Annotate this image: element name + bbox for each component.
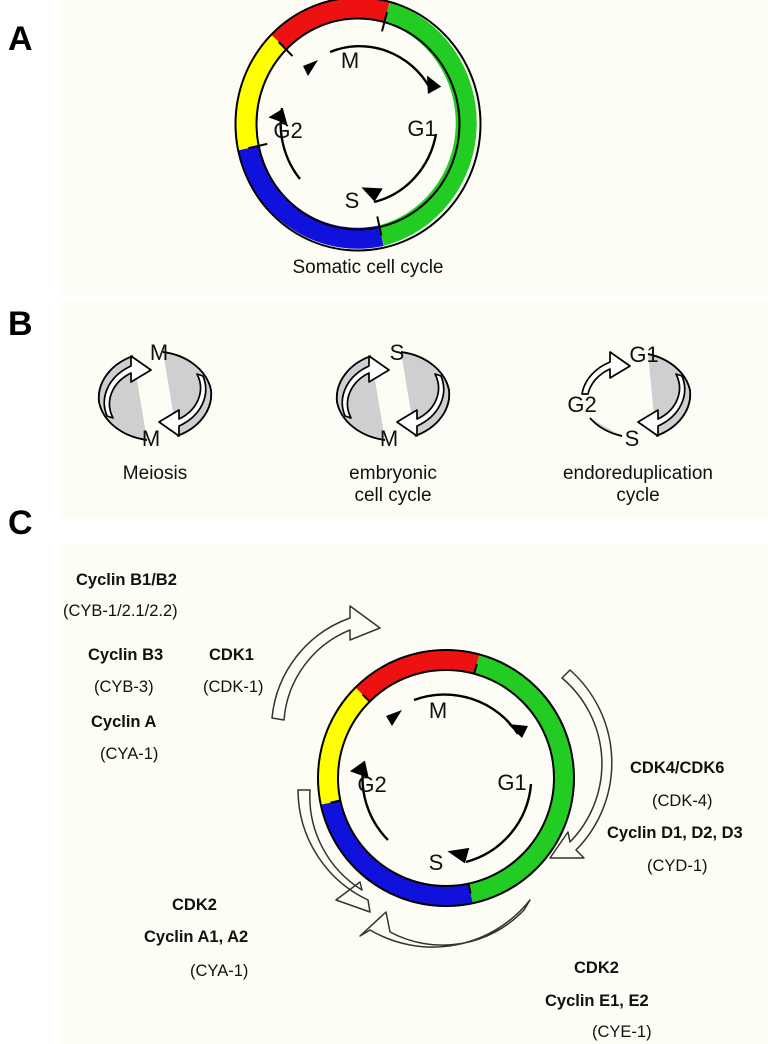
panel-b-caption-endoreduplication: endoreduplication cycle	[562, 463, 713, 507]
segment-g2	[318, 687, 370, 805]
label-cyb-1-2: (CYB-1/2.1/2.2)	[63, 602, 178, 620]
segment-g1	[468, 654, 575, 904]
label-cyclin-b3: Cyclin B3	[88, 646, 164, 664]
label-cya-1-top: (CYA-1)	[100, 745, 159, 763]
segment-m	[355, 650, 480, 702]
panel-b-caption-embryonic: embryonic cell cycle	[349, 463, 437, 507]
phase-label-g2: G2	[357, 772, 386, 797]
panel-a-background	[60, 0, 768, 296]
label-cdk2-right: CDK2	[574, 959, 619, 977]
cycle-label-m-top: M	[150, 340, 168, 365]
panel-b-embryonic-diagram: S M	[318, 338, 468, 458]
segment-g1	[378, 2, 477, 246]
cycle-label-s-top: S	[390, 340, 405, 365]
panel-a-cell-cycle-diagram: M G1 S G2	[228, 0, 488, 252]
label-cyd-1: (CYD-1)	[647, 857, 708, 875]
phase-label-s: S	[345, 188, 360, 213]
phase-label-g1: G1	[407, 116, 436, 141]
panel-a-letter: A	[8, 20, 33, 58]
cycle-label-g2: G2	[567, 392, 596, 417]
label-cdk2-left: CDK2	[172, 896, 217, 914]
label-cdk1: CDK1	[209, 646, 254, 664]
panel-c-letter: C	[8, 504, 33, 542]
panel-b-letter: B	[8, 305, 33, 343]
segment-m	[271, 0, 390, 50]
label-cyclin-a: Cyclin A	[91, 713, 157, 731]
phase-label-s: S	[429, 850, 444, 875]
segment-g2	[235, 34, 287, 151]
cycle-label-m-bottom: M	[142, 426, 160, 451]
label-cdk4-cdk6: CDK4/CDK6	[630, 759, 725, 777]
cycle-label-g1: G1	[629, 342, 658, 367]
segment-s	[238, 145, 384, 249]
label-cyclin-a1-a2: Cyclin A1, A2	[144, 928, 249, 946]
cycle-label-s: S	[625, 426, 640, 451]
segment-s	[320, 800, 473, 906]
panel-b-meiosis-diagram: M M	[80, 338, 230, 458]
phase-label-g1: G1	[497, 770, 526, 795]
label-cyb-3: (CYB-3)	[94, 678, 154, 696]
cycle-label-m-bottom: M	[380, 426, 398, 451]
label-cya-1-bottom: (CYA-1)	[190, 962, 249, 980]
panel-b-caption-meiosis: Meiosis	[122, 463, 188, 484]
label-cyclin-d1-d2-d3: Cyclin D1, D2, D3	[607, 824, 743, 842]
phase-label-g2: G2	[273, 118, 302, 143]
panel-a-caption: Somatic cell cycle	[292, 257, 444, 278]
panel-c-background	[60, 545, 768, 1044]
phase-label-m: M	[429, 698, 447, 723]
pointer-arrow-cdk2-right	[359, 899, 531, 948]
label-cdk-4: (CDK-4)	[652, 792, 713, 810]
label-cdk-1: (CDK-1)	[203, 678, 264, 696]
label-cyclin-e1-e2: Cyclin E1, E2	[545, 992, 649, 1010]
panel-b-endoreduplication-diagram: G1 G2 S	[556, 338, 716, 458]
pointer-arrow-cdk4	[549, 669, 613, 859]
pointer-arrow-cdk2-left	[297, 789, 371, 913]
panel-c-cell-cycle-diagram: M G1 S G2	[296, 628, 596, 928]
panel-c-pointer-arrows	[240, 600, 700, 1000]
pointer-arrow-cdk1	[271, 605, 381, 721]
label-cye-1: (CYE-1)	[592, 1023, 652, 1041]
phase-label-m: M	[341, 48, 359, 73]
label-cyclin-b1-b2: Cyclin B1/B2	[76, 571, 177, 589]
